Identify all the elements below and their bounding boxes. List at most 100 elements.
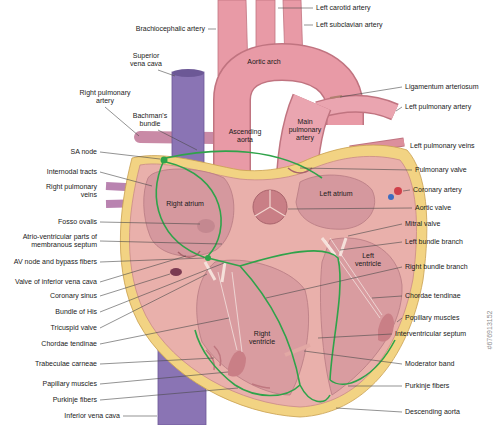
coronary-vein xyxy=(388,194,394,200)
chamber-label: Main pulmonary artery xyxy=(287,118,323,142)
leader-line xyxy=(100,263,224,312)
leader-line xyxy=(288,208,412,209)
purkinje-fibers xyxy=(195,330,395,402)
chamber-label: Left atrium xyxy=(311,190,361,198)
leader-line xyxy=(304,351,402,364)
leader-line xyxy=(372,296,402,298)
leader-line xyxy=(100,172,152,186)
leader-line xyxy=(100,258,204,262)
right-ventricle-chamber xyxy=(197,260,309,395)
leader-line xyxy=(278,8,313,9)
part-label: Tricuspid valve xyxy=(7,324,97,332)
part-label: Brachiocephalic artery xyxy=(95,25,205,33)
part-label: Papillary muscles xyxy=(7,380,97,388)
chamber-label: Left ventricle xyxy=(353,252,383,268)
watermark: #676913152 xyxy=(486,295,494,365)
leader-line xyxy=(100,318,229,344)
bundle-of-his xyxy=(208,258,240,266)
chamber-label: Bachman's bundle xyxy=(130,112,170,128)
right-bundle-branch xyxy=(240,266,300,385)
leader-line xyxy=(100,274,207,328)
part-label: Purkinje fibers xyxy=(7,396,97,404)
part-label: Bundle of His xyxy=(7,308,97,316)
part-label: Fosso ovalis xyxy=(7,218,97,226)
part-label: Left pulmonary veins xyxy=(410,142,496,150)
chamber-label: Aortic arch xyxy=(239,58,289,66)
leader-line xyxy=(100,372,228,384)
leader-line xyxy=(100,222,200,224)
conduction-system xyxy=(156,151,395,401)
fossa-ovalis xyxy=(197,219,215,233)
leader-line xyxy=(403,190,410,191)
part-label: Left pulmonary artery xyxy=(405,103,497,111)
part-label: Coronary sinus xyxy=(7,292,97,300)
part-label: Internodal tracts xyxy=(7,168,97,176)
leader-line xyxy=(100,358,214,364)
leader-line xyxy=(397,318,402,322)
epicardial-fat xyxy=(120,145,426,417)
part-label: Right bundle branch xyxy=(405,263,495,271)
left-papillary-muscle xyxy=(378,314,394,342)
leader-line xyxy=(158,130,197,150)
leader-line xyxy=(123,416,157,417)
left-ventricle-chamber xyxy=(320,238,402,395)
chamber-label: Superior vena cava xyxy=(127,52,165,68)
sa-node xyxy=(161,157,168,164)
leader-line xyxy=(340,87,402,97)
part-label: AV node and bypass fibers xyxy=(2,258,97,266)
bachmann-bundle xyxy=(166,151,322,178)
part-label: Ligamentum arteriosum xyxy=(405,83,497,91)
part-label: Left bundle branch xyxy=(405,238,495,246)
left-atrium-chamber xyxy=(296,175,375,229)
leader-line xyxy=(348,224,402,236)
leader-lines xyxy=(100,8,412,416)
superior-vena-cava-opening xyxy=(172,69,204,77)
part-label: Coronary artery xyxy=(413,186,495,194)
leader-line xyxy=(266,267,402,298)
part-label: Left carotid artery xyxy=(316,4,416,12)
part-label: Right pulmonary veins xyxy=(41,183,97,199)
leader-line xyxy=(105,107,139,136)
coronary-sinus xyxy=(170,268,182,276)
leader-line xyxy=(336,408,402,412)
leader-line xyxy=(348,386,402,387)
right-chordae-tendineae xyxy=(218,272,242,352)
part-label: Mitral valve xyxy=(405,220,495,228)
leader-line xyxy=(304,25,313,26)
part-label: Trabeculae carneae xyxy=(7,360,97,368)
part-label: Atrio-ventricular parts of membranous se… xyxy=(2,233,97,249)
leader-line xyxy=(396,107,402,111)
part-label: Inferior vena cava xyxy=(30,412,120,420)
part-label: Chordae tendinae xyxy=(7,340,97,348)
av-node xyxy=(205,255,211,261)
heart-muscle xyxy=(129,156,416,407)
chamber-label: Right ventricle xyxy=(247,330,277,346)
part-label: Purkinje fibers xyxy=(405,382,495,390)
leader-line xyxy=(208,29,216,30)
leader-line xyxy=(100,256,186,282)
right-papillary-muscle xyxy=(228,351,246,377)
aortic-valve-leaflets xyxy=(255,190,285,216)
aortic-valve xyxy=(253,190,287,224)
part-label: Moderator band xyxy=(405,360,495,368)
coronary-artery xyxy=(394,187,402,195)
leader-line xyxy=(300,168,412,170)
leader-line xyxy=(100,388,238,400)
leader-line xyxy=(158,70,175,76)
leader-line xyxy=(100,152,160,159)
part-label: Popillary muscles xyxy=(405,314,495,322)
leader-line xyxy=(100,274,170,296)
part-label: Descending aorta xyxy=(405,408,495,416)
internodal-tract xyxy=(166,162,221,256)
leader-line xyxy=(340,242,402,250)
part-label: Aortic valve xyxy=(415,204,495,212)
tricuspid-valve xyxy=(205,262,225,282)
leader-line xyxy=(100,241,222,244)
leader-line xyxy=(318,334,392,338)
part-label: SA node xyxy=(7,148,97,156)
part-label: Chordae tendinae xyxy=(405,292,495,300)
chamber-label: Right pulmonary artery xyxy=(77,89,133,105)
part-label: Valve of inferior vena cava xyxy=(2,278,97,286)
